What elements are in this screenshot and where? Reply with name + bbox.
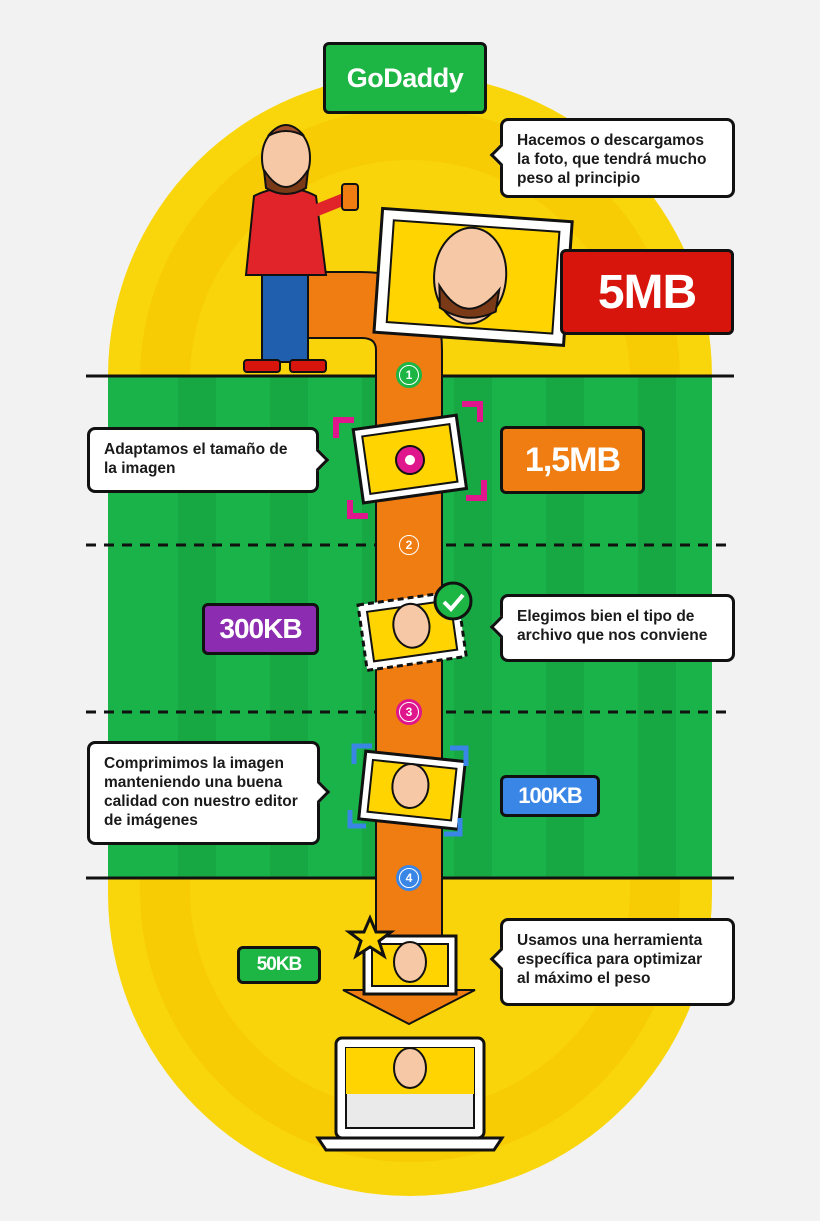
bubble-text: Usamos una herramienta específica para o… — [517, 932, 703, 987]
size-label: 1,5MB — [524, 440, 621, 479]
compress-corners — [347, 743, 469, 837]
phone-icon — [341, 183, 359, 211]
bubble-step-3: Comprimimos la imagen manteniendo una bu… — [87, 741, 331, 845]
bubble-text: Elegimos bien el tipo de archivo que nos… — [517, 608, 708, 644]
laptop-icon — [315, 1036, 505, 1152]
step-marker-2: 2 — [396, 532, 422, 558]
size-label: 300KB — [219, 613, 302, 644]
brand-logo[interactable]: GoDaddy — [323, 42, 487, 114]
size-badge-4: 50KB — [237, 946, 321, 984]
crop-corners — [333, 401, 487, 519]
photo-icon — [357, 749, 467, 831]
step-marker-3: 3 — [396, 699, 422, 725]
check-icon — [433, 581, 473, 621]
step-marker-4: 4 — [396, 865, 422, 891]
step-number: 1 — [400, 366, 418, 384]
photo-icon — [372, 206, 574, 348]
bubble-text: Adaptamos el tamaño de la imagen — [104, 441, 288, 477]
person-icon — [243, 124, 359, 373]
photo-icon — [351, 413, 469, 505]
bubble-step-0: Hacemos o descargamos la foto, que tendr… — [489, 118, 735, 198]
bubble-step-2: Elegimos bien el tipo de archivo que nos… — [489, 594, 735, 662]
star-icon — [344, 914, 396, 960]
size-badge-3: 100KB — [500, 775, 600, 817]
size-label: 50KB — [256, 954, 303, 975]
brand-name: GoDaddy — [346, 62, 464, 93]
step-number: 2 — [400, 536, 418, 554]
size-label: 100KB — [518, 783, 582, 808]
size-badge-2: 300KB — [202, 603, 319, 655]
size-badge-1: 1,5MB — [500, 426, 645, 494]
bubble-step-1: Adaptamos el tamaño de la imagen — [87, 427, 330, 493]
size-label: 5MB — [597, 265, 697, 319]
bubble-text: Comprimimos la imagen manteniendo una bu… — [104, 755, 298, 829]
size-badge-0: 5MB — [560, 249, 734, 335]
step-number: 3 — [400, 703, 418, 721]
bubble-text: Hacemos o descargamos la foto, que tendr… — [517, 132, 707, 187]
bubble-step-4: Usamos una herramienta específica para o… — [489, 918, 735, 1006]
step-number: 4 — [400, 869, 418, 887]
step-marker-1: 1 — [396, 362, 422, 388]
photo-icon — [356, 589, 468, 673]
